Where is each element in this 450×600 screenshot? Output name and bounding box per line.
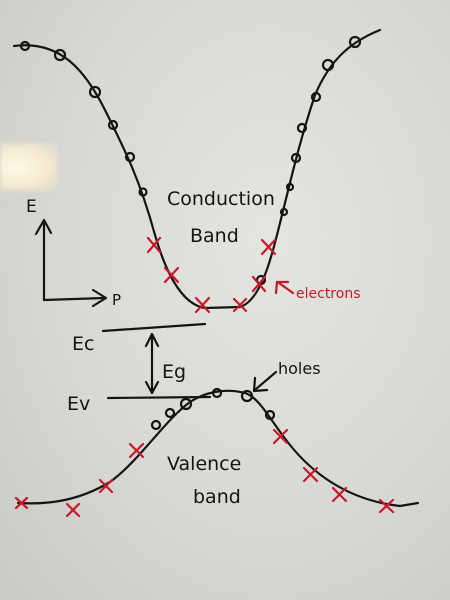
conduction-band-label-line1: Conduction <box>167 188 275 210</box>
band-gap-arrow <box>144 332 160 395</box>
valence-band-label-line1: Valence <box>167 453 241 475</box>
energy-axis-label: E <box>26 197 37 217</box>
momentum-axis-arrowhead <box>91 288 108 308</box>
electron-markers <box>146 236 277 314</box>
eg-label: Eg <box>162 361 186 383</box>
conduction-open-circles <box>19 35 362 286</box>
momentum-axis-label: P <box>112 291 121 309</box>
ev-label: Ev <box>67 393 90 415</box>
electrons-label: electrons <box>296 286 360 302</box>
electrons-pointer-arrow <box>274 280 295 295</box>
momentum-axis-line <box>42 296 106 302</box>
hole-markers <box>150 387 276 431</box>
energy-axis-arrowhead <box>34 218 53 236</box>
conduction-band-curve <box>12 28 382 310</box>
axes <box>34 218 108 308</box>
holes-label: holes <box>278 359 321 378</box>
conduction-band-label-line2: Band <box>190 225 239 247</box>
light-glare <box>0 143 58 191</box>
valence-band-label-line2: band <box>193 486 241 508</box>
ec-level-line <box>101 322 207 333</box>
holes-pointer-arrow <box>252 370 278 393</box>
valence-electron-markers <box>14 428 395 518</box>
ev-level-line <box>106 395 212 400</box>
ec-label: Ec <box>72 333 94 355</box>
